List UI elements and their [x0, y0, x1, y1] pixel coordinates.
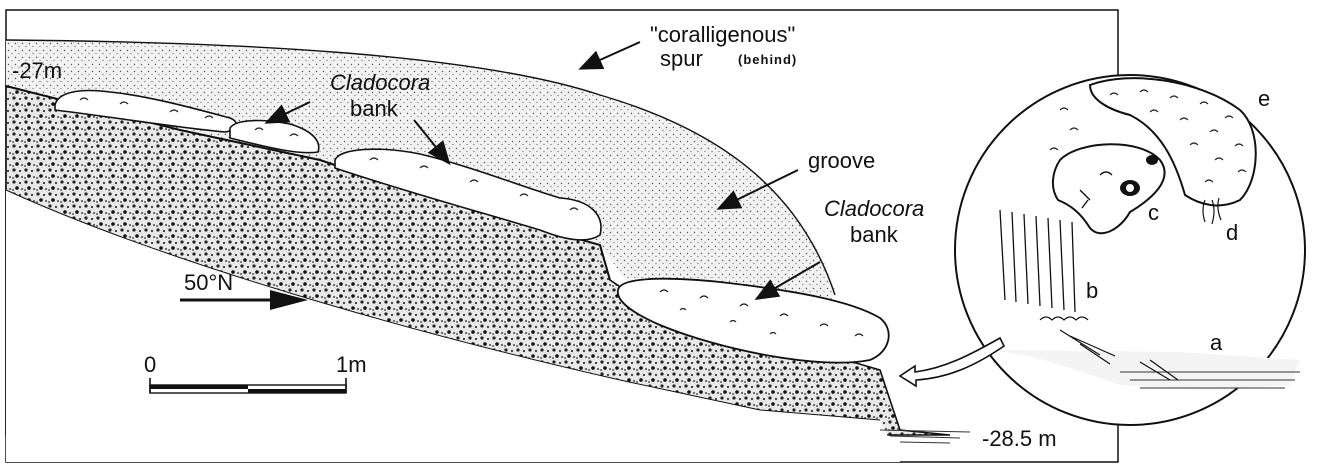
- cladocora-left-label: Cladocora: [330, 70, 430, 95]
- depth-bottom-label: -28.5 m: [982, 426, 1057, 451]
- inset-letter-b: b: [1086, 278, 1098, 303]
- arrow-coralligenous: [582, 42, 640, 68]
- groove-label: groove: [808, 148, 875, 173]
- compass-label: 50°N: [184, 270, 233, 295]
- depth-top-label: -27m: [12, 58, 62, 83]
- inset-pointer-arrow: [900, 338, 1004, 386]
- cladocora-right-label: Cladocora: [824, 196, 924, 221]
- scale-zero-label: 0: [144, 352, 156, 377]
- bank-right-label: bank: [850, 222, 899, 247]
- bank-left-label: bank: [350, 96, 399, 121]
- coralligenous-label: "coralligenous": [650, 22, 795, 47]
- inset-detail: [955, 75, 1305, 425]
- inset-letter-d: d: [1226, 220, 1238, 245]
- inset-letter-a: a: [1210, 330, 1223, 355]
- scale-one-label: 1m: [336, 352, 367, 377]
- inset-letter-e: e: [1258, 86, 1270, 111]
- behind-note: (behind): [738, 52, 797, 67]
- inset-letter-c: c: [1148, 200, 1159, 225]
- spur-label: spur: [660, 46, 703, 71]
